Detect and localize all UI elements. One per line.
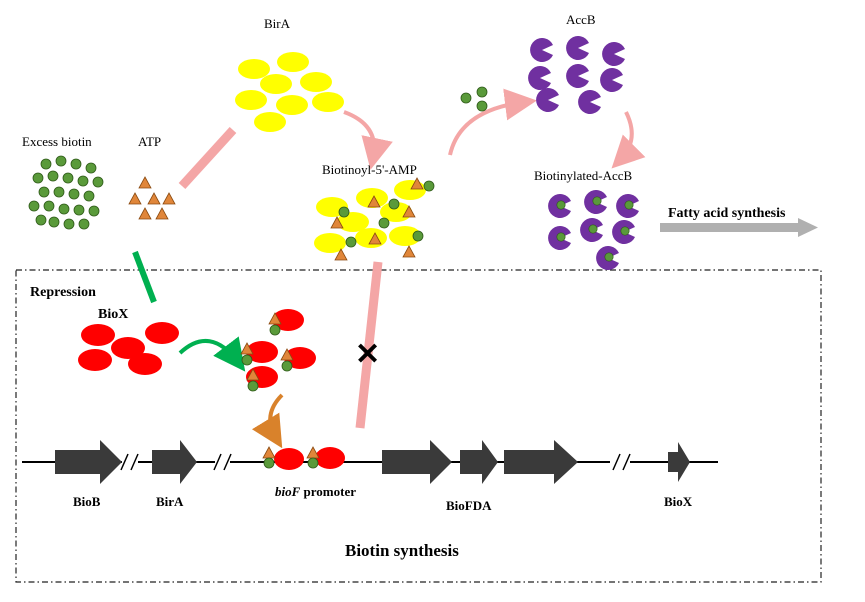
biob-gene-arrow: [55, 440, 122, 484]
repression-label: Repression: [30, 285, 96, 300]
biox-top-label: BioX: [98, 307, 128, 322]
repression-box: [15, 269, 822, 583]
fatty-acid-arrow: [660, 218, 818, 237]
biotin-transfer-arrow: [448, 88, 537, 156]
accb-label: AccB: [566, 12, 596, 27]
bioa-gene-arrow: [504, 440, 578, 484]
biotinoyl-amp-cluster: [314, 177, 435, 261]
bira-gene-arrow: [152, 440, 197, 484]
biox-bound-cluster: [240, 309, 316, 392]
bira-cluster: [235, 52, 344, 132]
excess-biotin-cluster: [28, 155, 104, 230]
fatty-acid-label: Fatty acid synthesis: [668, 206, 786, 221]
accb-cluster: [528, 36, 625, 114]
promoter-binding-arrow: [251, 393, 284, 449]
promoter-bound-biox: [262, 446, 345, 470]
biotinylated-accb-label: Biotinylated-AccB: [534, 168, 633, 183]
biof-gene-arrow: [382, 440, 452, 484]
free-biotin-pair: [460, 86, 488, 112]
block-x-mark: ✕: [355, 338, 380, 371]
biof-italic: bioF: [275, 484, 301, 499]
bira-to-biotinoyl-arrow: [343, 110, 393, 170]
atp-label: ATP: [138, 134, 161, 149]
biox-gene-label: BioX: [664, 494, 693, 509]
biofda-gene-label: BioFDA: [446, 498, 492, 513]
biotinylated-accb-cluster: [548, 190, 639, 270]
biox-gene-arrow: [668, 442, 690, 482]
biox-cluster: [78, 322, 179, 375]
excess-biotin-label: Excess biotin: [22, 134, 92, 149]
biox-binding-arrow: [178, 336, 246, 372]
bira-gene-label: BirA: [156, 494, 184, 509]
biob-gene-label: BioB: [73, 494, 101, 509]
atp-cluster: [128, 176, 176, 220]
blocked-line: [355, 261, 383, 429]
gene-track: [22, 453, 718, 471]
accb-to-biotinylated-arrow: [611, 111, 646, 169]
biotinoyl-amp-label: Biotinoyl-5'-AMP: [322, 162, 417, 177]
bira-top-label: BirA: [264, 16, 291, 31]
biof-promoter-label: bioF promoter: [275, 484, 356, 499]
atp-bira-link: [178, 126, 237, 190]
biotin-synthesis-label: Biotin synthesis: [345, 541, 459, 560]
biof-promoter-rest: promoter: [300, 484, 356, 499]
biod-gene-arrow: [460, 440, 498, 484]
repression-line: [132, 250, 157, 304]
